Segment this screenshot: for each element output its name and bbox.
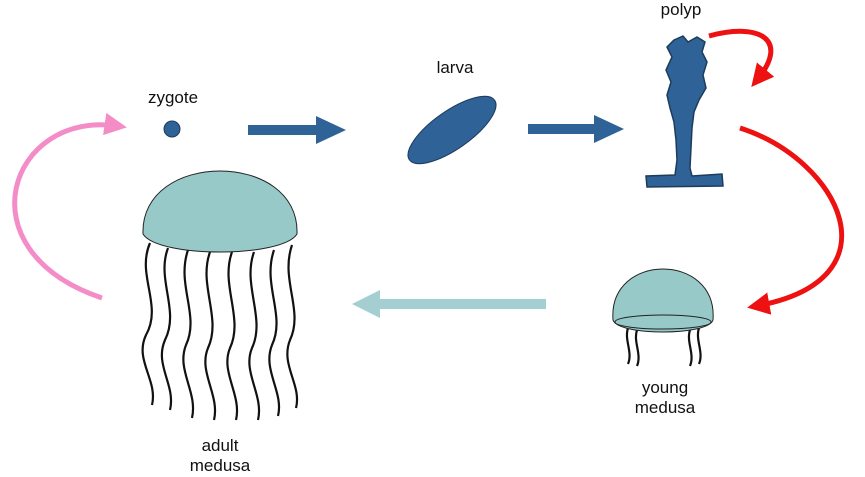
label-young-medusa-line-1: young <box>641 378 689 397</box>
polyp-budding-arrow <box>708 28 775 87</box>
label-larva-text: larva <box>436 58 474 77</box>
arrow-polyp-to-young-medusa <box>739 125 844 315</box>
arrow-adult-medusa-to-zygote <box>12 112 127 301</box>
adult-medusa-bell <box>142 170 298 253</box>
arrow-zygote-to-larva <box>248 116 346 144</box>
label-adult-medusa-line-1: adult <box>201 436 239 455</box>
arrow-young-to-adult-medusa <box>352 290 546 318</box>
label-young-medusa: young medusa <box>620 378 710 418</box>
label-adult-medusa: adult medusa <box>175 436 265 476</box>
label-zygote-text: zygote <box>147 88 199 107</box>
zygote-cell <box>163 120 181 138</box>
adult-medusa-tentacles <box>141 242 299 421</box>
label-young-medusa-line-2: medusa <box>634 398 696 417</box>
polyp-shape <box>645 35 724 188</box>
young-medusa-figure <box>612 268 714 367</box>
arrow-larva-to-polyp <box>528 115 624 143</box>
label-polyp: polyp <box>646 0 716 20</box>
label-zygote: zygote <box>133 88 213 108</box>
label-adult-medusa-line-2: medusa <box>189 456 251 475</box>
larva-shape <box>407 95 497 165</box>
label-larva: larva <box>415 58 495 78</box>
label-polyp-text: polyp <box>660 0 702 19</box>
